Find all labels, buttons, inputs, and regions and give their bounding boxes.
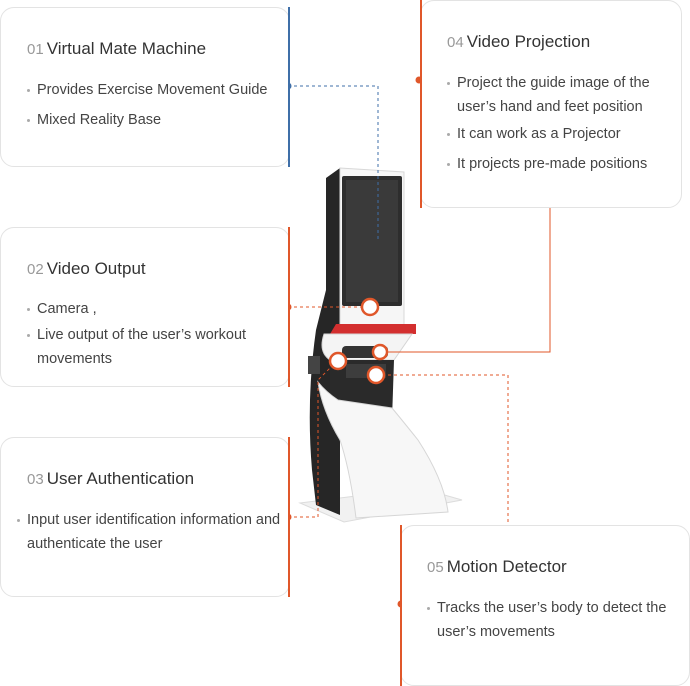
card-title-text: User Authentication (46, 469, 195, 488)
card-item: Tracks the user’s body to detect the use… (427, 596, 685, 644)
connector-03 (288, 361, 337, 518)
kiosk-lower-body (317, 380, 449, 519)
card-accent-bar-05 (400, 525, 402, 686)
card-number: 05 (427, 559, 444, 576)
card-accent-bar-01 (288, 7, 290, 167)
card-title-text: Motion Detector (446, 557, 567, 576)
card-item: Input user identification information an… (17, 508, 287, 556)
card-accent-bar-02 (288, 227, 290, 387)
kiosk-card-reader (308, 356, 320, 374)
connector-04 (384, 208, 551, 353)
card-items: Camera , Live output of the user’s worko… (27, 297, 277, 377)
card-items: Input user identification information an… (17, 508, 287, 562)
card-items: Project the guide image of the user’s ha… (447, 71, 679, 182)
card-item: Mixed Reality Base (27, 108, 287, 132)
card-title-text: Video Output (46, 259, 146, 278)
card-item: Project the guide image of the user’s ha… (447, 71, 679, 119)
card-items: Tracks the user’s body to detect the use… (427, 596, 685, 650)
card-items: Provides Exercise Movement Guide Mixed R… (27, 78, 287, 138)
card-number: 01 (27, 41, 44, 58)
marker-05 (366, 365, 386, 385)
kiosk-screen-glass (346, 180, 398, 302)
card-number: 02 (27, 261, 44, 278)
card-accent-bar-03 (288, 437, 290, 597)
card-item: It can work as a Projector (447, 122, 679, 146)
card-item: Camera , (27, 297, 277, 321)
kiosk-red-shelf (330, 324, 416, 334)
marker-04 (371, 343, 389, 361)
card-title-text: Virtual Mate Machine (46, 39, 207, 58)
marker-03 (328, 351, 348, 371)
card-item: Provides Exercise Movement Guide (27, 78, 287, 102)
card-item: Live output of the user’s workout moveme… (27, 323, 277, 371)
card-number: 03 (27, 471, 44, 488)
card-number: 04 (447, 34, 464, 51)
card-item: It projects pre-made positions (447, 152, 679, 176)
card-title-text: Video Projection (466, 32, 591, 51)
card-accent-bar-04 (420, 0, 422, 208)
marker-02 (360, 297, 380, 317)
connector-05 (376, 374, 509, 525)
connector-01 (288, 85, 379, 240)
